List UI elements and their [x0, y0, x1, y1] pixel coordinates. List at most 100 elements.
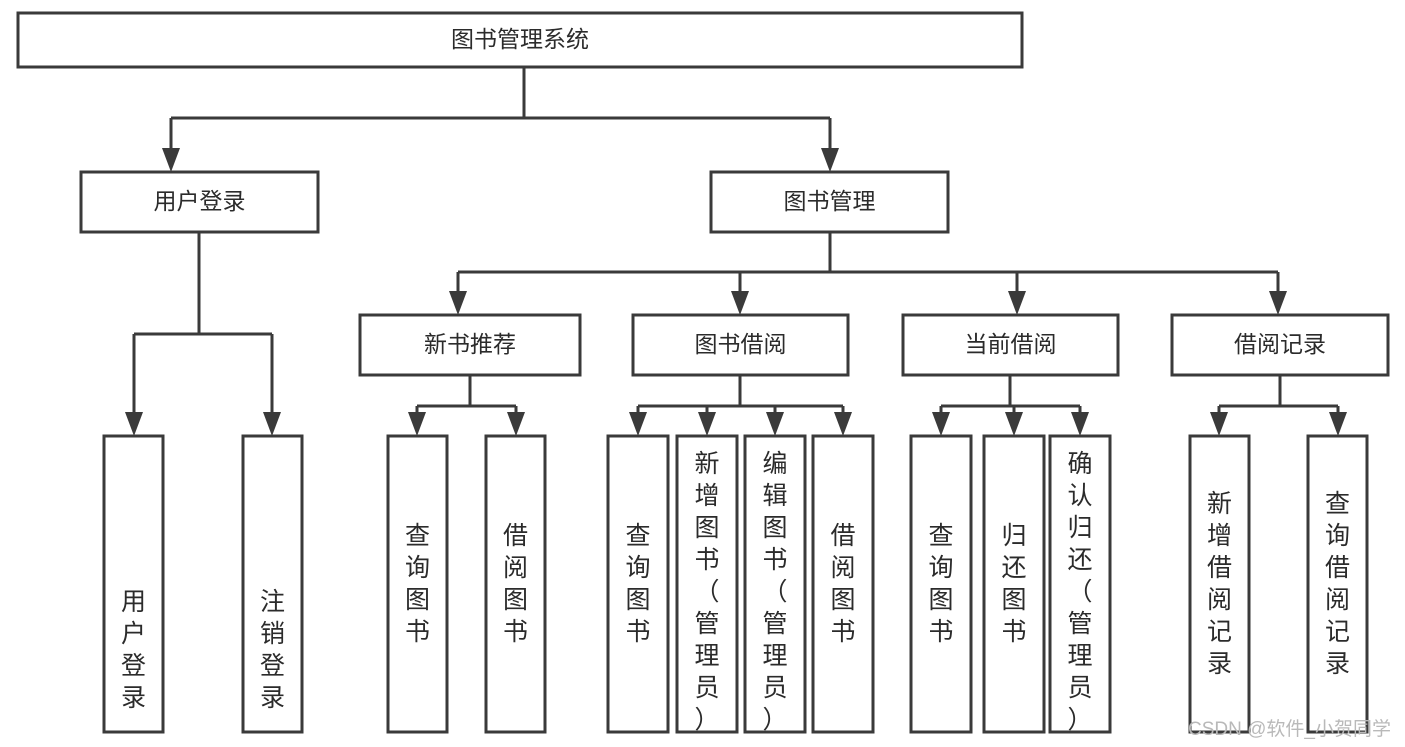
node-label-char: 归	[1001, 522, 1026, 550]
arrowhead-user-login-to-leaf2	[263, 412, 281, 436]
node-box-leaf-query-book-3	[909, 434, 973, 734]
node-label-char: 销	[260, 620, 285, 648]
node-label-user-login: 用户登录	[154, 188, 246, 214]
arrowhead-borrow-a3	[766, 412, 784, 436]
node-box-leaf-add-book	[675, 434, 739, 734]
node-current-borrow[interactable]: 当前借阅	[901, 313, 1120, 377]
node-label-char: 归	[1067, 514, 1092, 542]
node-label-char: 阅	[503, 554, 528, 582]
node-label-root: 图书管理系统	[451, 26, 589, 52]
node-label-char: 书	[625, 618, 650, 646]
node-label-char: 书	[1001, 618, 1026, 646]
node-book-borrow[interactable]: 图书借阅	[631, 313, 850, 377]
node-label-char: 询	[405, 554, 430, 582]
node-label-char: 增	[1207, 522, 1232, 550]
node-label-char: 确	[1067, 450, 1092, 478]
node-label-char: 理	[762, 642, 787, 670]
arrowhead-book-manage-to-c1	[449, 291, 467, 315]
arrowhead-newbook-a2	[507, 412, 525, 436]
arrowhead-book-manage-to-c3	[1008, 291, 1026, 315]
node-new-book-rec[interactable]: 新书推荐	[358, 313, 582, 377]
node-label-char: 图	[1001, 586, 1026, 614]
arrowhead-record-a1	[1210, 412, 1228, 436]
node-label-char: 借	[1325, 554, 1350, 582]
node-label-book-borrow: 图书借阅	[695, 331, 787, 357]
node-label-char: 图	[830, 586, 855, 614]
arrowhead-current-a3	[1071, 412, 1089, 436]
node-label-borrow-record: 借阅记录	[1234, 331, 1326, 357]
connector-layer	[125, 67, 1347, 436]
node-label-char: （	[694, 578, 719, 606]
node-label-char: 图	[625, 586, 650, 614]
node-borrow-record[interactable]: 借阅记录	[1170, 313, 1390, 377]
arrowhead-record-a2	[1329, 412, 1347, 436]
node-leaf-user-login[interactable]: 用户登录	[102, 434, 165, 734]
node-box-user-login	[79, 170, 320, 234]
node-box-current-borrow	[901, 313, 1120, 377]
node-label-char: 登	[260, 652, 285, 680]
node-label-char: 管	[762, 610, 787, 638]
node-label-char: 借	[503, 522, 528, 550]
arrowhead-book-manage-to-c4	[1269, 291, 1287, 315]
node-label-char: 新	[694, 450, 719, 478]
node-box-leaf-return-book	[982, 434, 1046, 734]
node-label-char: 理	[694, 642, 719, 670]
node-label-char: 认	[1067, 482, 1092, 510]
node-label-char: 询	[1325, 522, 1350, 550]
node-label-char: 员	[1067, 674, 1092, 702]
node-label-char: 新	[1207, 490, 1232, 518]
node-label-char: 阅	[1325, 586, 1350, 614]
arrowhead-borrow-a1	[629, 412, 647, 436]
node-box-new-book-rec	[358, 313, 582, 377]
node-box-leaf-confirm-return	[1048, 434, 1112, 734]
node-user-login[interactable]: 用户登录	[79, 170, 320, 234]
node-box-leaf-user-login	[102, 434, 165, 734]
node-label-char: 书	[762, 546, 787, 574]
node-label-char: 员	[762, 674, 787, 702]
node-label-char: 借	[1207, 554, 1232, 582]
arrowhead-newbook-a1	[408, 412, 426, 436]
node-label-char: 增	[694, 482, 719, 510]
arrowhead-user-login-to-leaf1	[125, 412, 143, 436]
node-box-root	[16, 11, 1024, 69]
node-label-new-book-rec: 新书推荐	[424, 331, 516, 357]
arrowhead-borrow-a4	[834, 412, 852, 436]
arrowhead-current-a2	[1005, 412, 1023, 436]
arrowhead-borrow-a2	[698, 412, 716, 436]
node-label-char: 阅	[1207, 586, 1232, 614]
node-label-char: 还	[1067, 546, 1092, 574]
node-label-char: 图	[762, 514, 787, 542]
node-box-leaf-logout	[241, 434, 304, 734]
node-box-leaf-query-book-1	[386, 434, 449, 734]
node-label-char: 记	[1325, 618, 1350, 646]
node-label-char: 询	[625, 554, 650, 582]
node-book-manage[interactable]: 图书管理	[709, 170, 950, 234]
node-label-char: 编	[762, 450, 787, 478]
arrowhead-current-a1	[932, 412, 950, 436]
node-root[interactable]: 图书管理系统	[16, 11, 1024, 69]
arrowhead-root-to-user-login	[162, 148, 180, 172]
node-label-char: （	[762, 578, 787, 606]
node-label-char: 书	[928, 618, 953, 646]
node-box-leaf-edit-book	[743, 434, 807, 734]
node-label-char: 书	[503, 618, 528, 646]
node-box-leaf-query-record	[1306, 434, 1369, 734]
node-label-char: 书	[405, 618, 430, 646]
node-label-char: 登	[121, 652, 146, 680]
node-label-char: ）	[762, 706, 787, 734]
node-label-char: 户	[121, 620, 146, 648]
node-label-char: 书	[694, 546, 719, 574]
